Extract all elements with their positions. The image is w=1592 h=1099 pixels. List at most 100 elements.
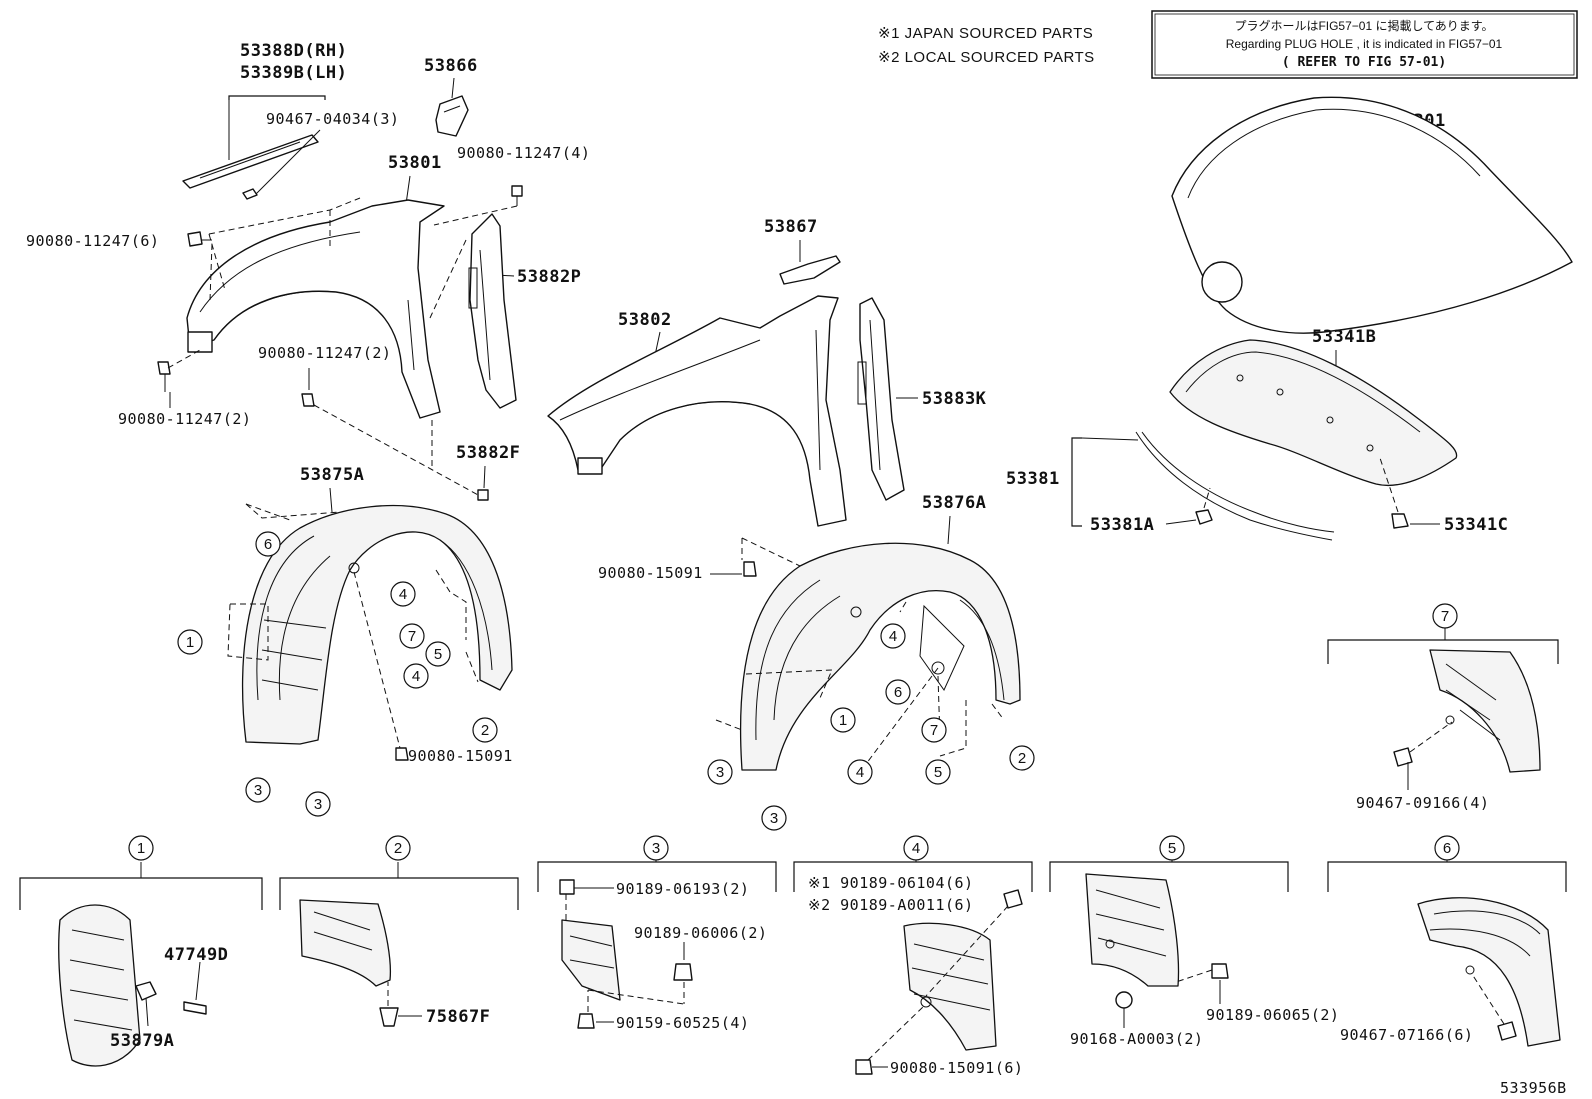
refer-box-ref: ( REFER TO FIG 57-01) [1282, 55, 1446, 70]
callout-circle-4[interactable] [403, 663, 429, 689]
callout-number-5: 5 [434, 646, 442, 663]
part-53876A-liner-rh[interactable] [739, 542, 1021, 771]
callout-number-7: 7 [408, 628, 416, 645]
callout-circle-6[interactable] [885, 679, 911, 705]
part-clip-90467-04034[interactable] [242, 188, 258, 200]
callout-circle-3[interactable] [643, 835, 669, 861]
part-bolt-90080-11247-6[interactable] [187, 231, 212, 247]
part-clip-75867F[interactable] [379, 1007, 399, 1027]
label-53341C: 53341C [1444, 515, 1508, 535]
part-53341C-clip[interactable] [1391, 513, 1409, 529]
callout-number-5: 5 [934, 764, 942, 781]
detail-5-group [1049, 848, 1289, 1028]
callout-circle-1[interactable] [830, 707, 856, 733]
callout-circle-7[interactable] [399, 623, 425, 649]
callout-circle-6[interactable] [1434, 835, 1460, 861]
label-53341B: 53341B [1312, 327, 1376, 347]
refer-box[interactable]: プラグホールはFIG57−01 に掲載してあります。 Regarding PLU… [1151, 10, 1578, 79]
callout-circle-2[interactable] [472, 717, 498, 743]
part-clip-90189-06193[interactable] [559, 879, 575, 895]
callout-circle-1[interactable] [177, 629, 203, 655]
part-53341B-insulator[interactable] [1169, 339, 1458, 486]
callout-circle-5[interactable] [1159, 835, 1185, 861]
label-90189-06006: 90189-06006(2) [634, 924, 767, 942]
part-47749D-bolt[interactable] [183, 1001, 207, 1015]
part-bolt-90159-60525[interactable] [577, 1013, 595, 1029]
callout-circle-6[interactable] [255, 531, 281, 557]
part-53883K-bracket[interactable] [857, 297, 905, 501]
callout-circle-4[interactable] [880, 623, 906, 649]
label-90189-06065: 90189-06065(2) [1206, 1006, 1339, 1024]
label-53883K: 53883K [922, 389, 987, 409]
callout-number-4: 4 [889, 628, 897, 645]
callout-number-5: 5 [1168, 840, 1176, 857]
label-90189-06104: ※1 90189-06104(6) [808, 874, 974, 892]
callout-circle-3[interactable] [761, 805, 787, 831]
label-90168-A0003: 90168-A0003(2) [1070, 1030, 1203, 1048]
part-bolt-90080-11247-2c[interactable] [301, 393, 315, 407]
callout-circle-2[interactable] [1009, 745, 1035, 771]
callout-number-1: 1 [839, 712, 847, 729]
callout-number-3: 3 [254, 782, 262, 799]
callout-circle-3[interactable] [707, 759, 733, 785]
part-bolt-90080-11247-4[interactable] [511, 185, 523, 206]
callout-circle-4[interactable] [390, 581, 416, 607]
part-53875A-liner-lh[interactable] [241, 504, 513, 745]
part-53802-fender-rh[interactable] [547, 295, 847, 527]
part-bolt-90080-15091-b[interactable] [743, 561, 757, 577]
detail-2-group [279, 862, 519, 1027]
callout-circle-5[interactable] [425, 641, 451, 667]
callout-number-3: 3 [770, 810, 778, 827]
callout-circle-5[interactable] [925, 759, 951, 785]
part-53801-fender-lh[interactable] [186, 199, 445, 419]
callout-circle-4[interactable] [847, 759, 873, 785]
label-75867F: 75867F [426, 1007, 490, 1027]
part-fender-seal[interactable] [182, 134, 319, 189]
callout-number-1: 1 [186, 634, 194, 651]
note-japan-sourced: ※1 JAPAN SOURCED PARTS [878, 25, 1093, 42]
callout-circle-4[interactable] [903, 835, 929, 861]
part-clip-90467-07166[interactable] [1497, 1021, 1517, 1041]
part-47749D-nut[interactable] [135, 981, 157, 1001]
callout-circle-3[interactable] [245, 777, 271, 803]
part-nut-90189-06006[interactable] [673, 963, 693, 981]
label-90080-11247-2b: 90080-11247(2) [118, 410, 251, 428]
label-53866: 53866 [424, 56, 478, 76]
part-53866-bracket[interactable] [435, 95, 469, 137]
detail-6-group [1327, 848, 1567, 1047]
label-90467-09166: 90467-09166(4) [1356, 794, 1489, 812]
detail-1-group [19, 862, 263, 1067]
part-clip-90467-09166[interactable] [1393, 747, 1413, 767]
part-bolt-90168-A0003[interactable] [1115, 991, 1133, 1009]
callout-circle-2[interactable] [385, 835, 411, 861]
part-53867-bracket[interactable] [779, 255, 841, 285]
label-90080-11247-2a: 90080-11247(2) [258, 344, 391, 362]
part-bolt-90080-11247-2a[interactable] [157, 361, 171, 392]
label-53882F: 53882F [456, 443, 520, 463]
label-53381A: 53381A [1090, 515, 1154, 535]
callout-circle-3[interactable] [305, 791, 331, 817]
label-90080-15091-b: 90080-15091 [598, 564, 703, 582]
callout-number-4: 4 [412, 668, 420, 685]
part-53882F-clip[interactable] [477, 489, 489, 501]
note-local-sourced: ※2 LOCAL SOURCED PARTS [878, 49, 1095, 66]
part-53301-hood[interactable] [1171, 96, 1573, 334]
callout-circle-1[interactable] [128, 835, 154, 861]
part-clip-90189-06065[interactable] [1211, 963, 1229, 979]
part-bolt-90080-15091-a[interactable] [395, 747, 409, 761]
part-53882P-bracket[interactable] [468, 213, 517, 409]
label-53867: 53867 [764, 217, 818, 237]
callout-number-4: 4 [856, 764, 864, 781]
part-bolt-90080-15091-6[interactable] [855, 1059, 873, 1075]
label-90080-11247-6: 90080-11247(6) [26, 232, 159, 250]
part-53381A-clip[interactable] [1195, 509, 1213, 525]
callout-circle-7[interactable] [921, 717, 947, 743]
part-53381-seal[interactable] [1135, 431, 1335, 541]
callout-number-6: 6 [894, 684, 902, 701]
part-clip-90189-06104[interactable] [1003, 889, 1023, 909]
bracket-53388D [228, 95, 326, 100]
detail-3-group [537, 848, 777, 1029]
callout-circle-7[interactable] [1432, 603, 1458, 629]
